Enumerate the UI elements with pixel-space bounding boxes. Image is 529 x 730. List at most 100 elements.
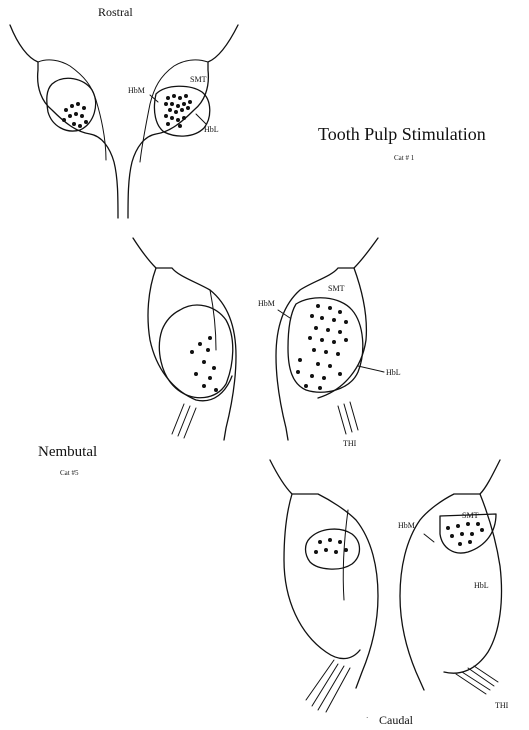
response-dot (202, 360, 206, 364)
response-dot (318, 386, 322, 390)
response-dot (316, 304, 320, 308)
response-dot (310, 314, 314, 318)
response-dot (334, 550, 338, 554)
response-dot (212, 366, 216, 370)
section-3-left-habenula (306, 529, 360, 569)
section-3-left-medial (343, 510, 348, 600)
response-dot (316, 362, 320, 366)
response-dot (450, 534, 454, 538)
section-2-thi-label: THI (343, 439, 357, 448)
response-dot (320, 316, 324, 320)
section-3-dots-right (446, 522, 484, 546)
response-dot (476, 522, 480, 526)
section-3-right-lobe (444, 494, 502, 673)
section-2-left-habenula (159, 305, 232, 398)
response-dot (76, 102, 80, 106)
response-dot (446, 526, 450, 530)
section-1-hbl-label: HbL (204, 125, 219, 134)
response-dot (460, 532, 464, 536)
response-dot (298, 358, 302, 362)
response-dot (176, 104, 180, 108)
section-2-dots-right (296, 304, 348, 390)
response-dot (202, 384, 206, 388)
section-2-hbl-label: HbL (386, 368, 401, 377)
response-dot (314, 550, 318, 554)
section-2: HbM SMT HbL THI (133, 238, 401, 448)
response-dot (338, 330, 342, 334)
section-3-fiber-right (456, 666, 498, 694)
response-dot (64, 108, 68, 112)
section-1: HbM SMT HbL (10, 25, 238, 218)
response-dot (78, 124, 82, 128)
response-dot (72, 122, 76, 126)
response-dot (466, 522, 470, 526)
section-2-fiber-left (172, 404, 196, 438)
response-dot (314, 326, 318, 330)
response-dot (170, 116, 174, 120)
section-3-smt-label: SMT (462, 511, 479, 520)
response-dot (338, 372, 342, 376)
section-2-outline-left (133, 238, 236, 440)
caudal-label: Caudal (379, 713, 414, 727)
condition-label: Nembutal (38, 444, 97, 460)
response-dot (328, 538, 332, 542)
response-dot (332, 318, 336, 322)
section-1-dots-left (62, 102, 88, 128)
response-dot (82, 106, 86, 110)
response-dot (312, 348, 316, 352)
section-3-dots-left (314, 538, 348, 554)
response-dot (170, 102, 174, 106)
section-2-hbm-label: HbM (258, 299, 275, 308)
response-dot (198, 342, 202, 346)
response-dot (184, 94, 188, 98)
response-dot (178, 124, 182, 128)
response-dot (84, 120, 88, 124)
response-dot (182, 102, 186, 106)
response-dot (176, 118, 180, 122)
section-3: HbM SMT HbL THI (270, 460, 509, 712)
section-1-dots-right (164, 94, 192, 128)
figure-title: Tooth Pulp Stimulation (318, 124, 486, 144)
response-dot (174, 110, 178, 114)
response-dot (470, 532, 474, 536)
response-dot (70, 104, 74, 108)
response-dot (324, 350, 328, 354)
response-dot (480, 528, 484, 532)
response-dot (68, 114, 72, 118)
response-dot (168, 108, 172, 112)
section-2-smt-label: SMT (328, 284, 345, 293)
response-dot (344, 320, 348, 324)
section-3-fiber-left (306, 660, 350, 712)
section-3-hbl-label: HbL (474, 581, 489, 590)
response-dot (166, 122, 170, 126)
section-2-left-medial (210, 290, 216, 350)
section-3-thi-label: THI (495, 701, 509, 710)
response-dot (328, 306, 332, 310)
response-dot (332, 340, 336, 344)
response-dot (322, 376, 326, 380)
response-dot (338, 540, 342, 544)
response-dot (338, 310, 342, 314)
section-3-outline-left (270, 460, 378, 688)
response-dot (328, 364, 332, 368)
response-dot (164, 114, 168, 118)
response-dot (172, 94, 176, 98)
section-1-hbm-label: HbM (128, 86, 145, 95)
response-dot (208, 376, 212, 380)
response-dot (74, 112, 78, 116)
response-dot (180, 108, 184, 112)
condition-case-label: Cat #5 (60, 469, 79, 477)
response-dot (296, 370, 300, 374)
response-dot (80, 114, 84, 118)
section-1-hbl-leader (196, 114, 206, 124)
response-dot (320, 338, 324, 342)
response-dot (468, 540, 472, 544)
response-dot (208, 336, 212, 340)
response-dot (458, 542, 462, 546)
response-dot (308, 336, 312, 340)
response-dot (166, 96, 170, 100)
section-2-dots-left (190, 336, 218, 392)
response-dot (182, 116, 186, 120)
response-dot (186, 106, 190, 110)
